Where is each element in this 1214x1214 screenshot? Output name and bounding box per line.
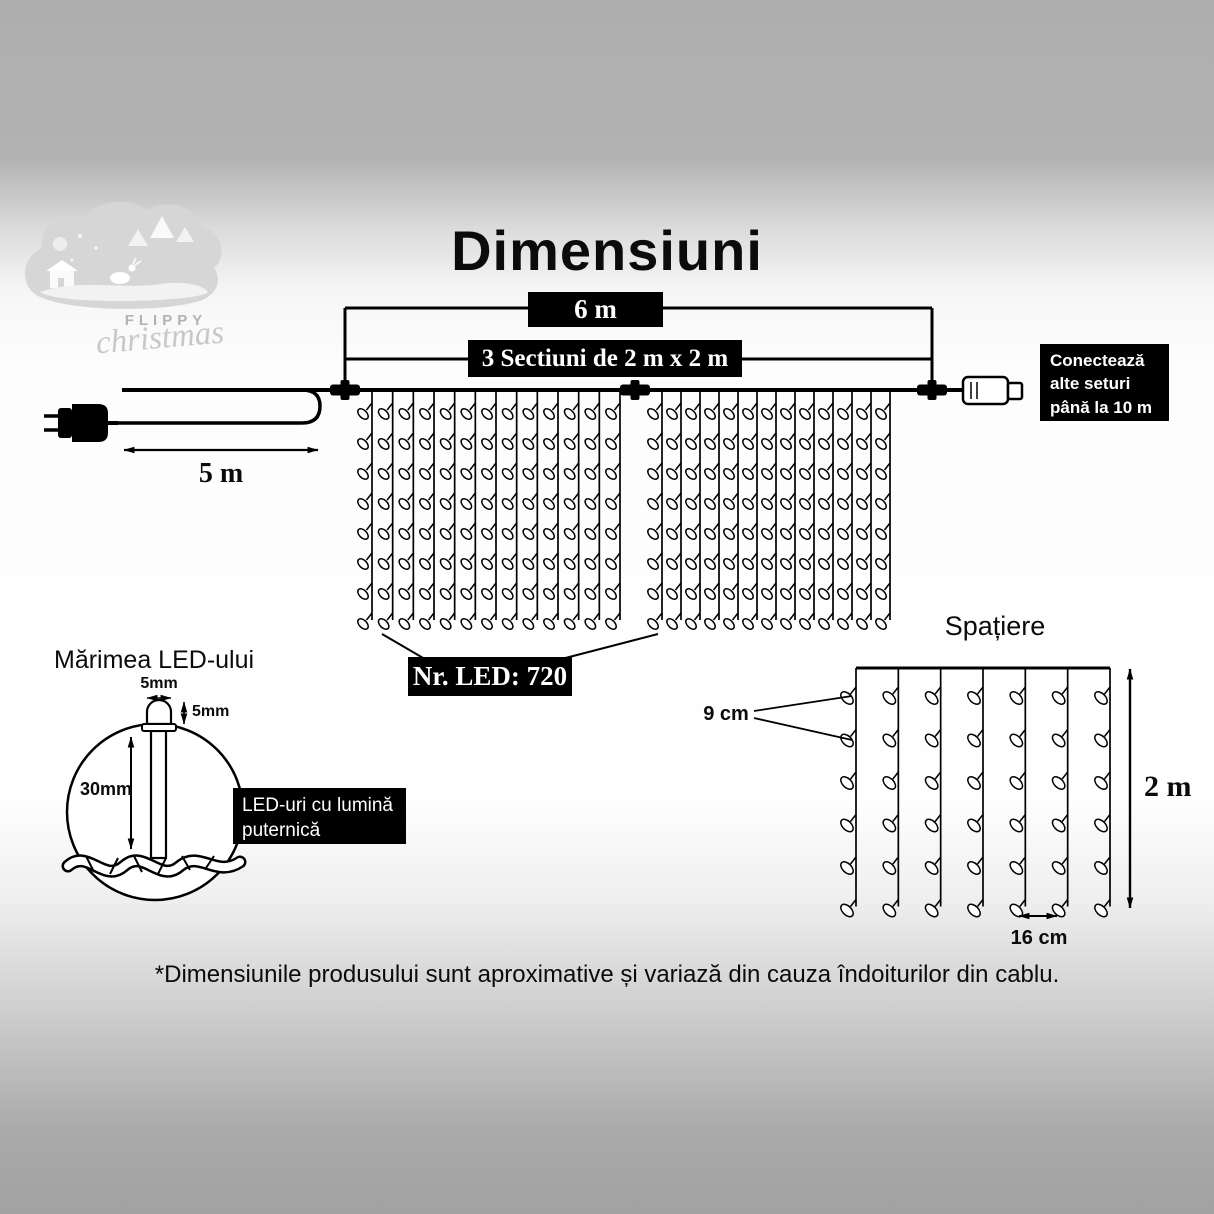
wire-connectors bbox=[330, 380, 947, 400]
end-connector-icon bbox=[961, 375, 1024, 406]
moon-icon bbox=[53, 237, 67, 251]
total-width-label: 6 m bbox=[528, 292, 663, 327]
led-note-line: LED-uri cu lumină bbox=[242, 795, 393, 816]
bulb-height-label: 5mm bbox=[192, 703, 230, 720]
connect-note-line: alte seturi bbox=[1050, 374, 1131, 394]
deer-icon bbox=[110, 272, 130, 284]
connect-note-line: până la 10 m bbox=[1050, 397, 1153, 417]
spacing-curtain bbox=[840, 666, 1111, 918]
led-note-line: puternică bbox=[242, 820, 321, 842]
led-curtain bbox=[122, 388, 963, 630]
disclaimer-text: *Dimensiunile produsului sunt aproximati… bbox=[154, 961, 1060, 988]
logo-brand-text: FLIPPY bbox=[124, 312, 208, 329]
connect-note-line: Conectează bbox=[1050, 351, 1145, 370]
bulb-width-label: 5mm bbox=[140, 675, 178, 692]
spacing-heading: Spațiere bbox=[944, 611, 1046, 641]
connect-note: Conectează alte seturi până la 10 m bbox=[1040, 344, 1169, 421]
lead-wire bbox=[116, 388, 322, 454]
logo-christmas-art bbox=[24, 201, 222, 309]
string-gap-label: 9 cm bbox=[703, 703, 749, 725]
page-title: Dimensiuni bbox=[451, 219, 763, 282]
spacing-arrows bbox=[753, 668, 1134, 920]
tree-icon bbox=[150, 216, 174, 238]
led-gap-label: 16 cm bbox=[1010, 927, 1068, 949]
led-count-label: Nr. LED: 720 bbox=[408, 657, 572, 696]
power-plug-icon bbox=[44, 404, 118, 442]
led-brightness-note: LED-uri cu lumină puternică bbox=[233, 788, 406, 844]
led-bulb-icon bbox=[145, 698, 173, 726]
led-size-heading: Mărimea LED-ului bbox=[54, 646, 255, 674]
curtain-height-label: 2 m bbox=[1144, 770, 1192, 803]
led-size-figure bbox=[61, 694, 247, 902]
led-tube bbox=[149, 729, 168, 860]
lead-length-label: 5 m bbox=[198, 458, 244, 489]
tube-length-label: 30mm bbox=[80, 779, 133, 799]
sections-label: 3 Sectiuni de 2 m x 2 m bbox=[468, 340, 742, 377]
